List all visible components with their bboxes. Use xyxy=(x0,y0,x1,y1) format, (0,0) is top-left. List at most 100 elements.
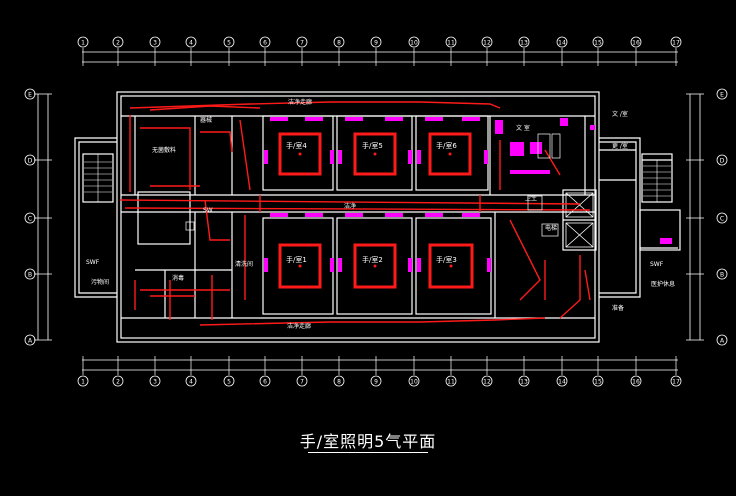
lighting-wiring xyxy=(119,101,591,326)
dimension-lines xyxy=(37,51,701,371)
room-label-dirty: 污物间 xyxy=(91,278,109,286)
column-axis-label: 4 xyxy=(189,40,193,47)
column-axis-bubble-top xyxy=(670,36,682,48)
column-axis-bubble-top xyxy=(408,36,420,48)
room-label-lounge: 医护休息 xyxy=(651,280,675,288)
column-axis-bubble-bottom xyxy=(518,375,530,387)
column-axis-label: 12 xyxy=(483,40,491,47)
column-axis-label: 17 xyxy=(672,40,680,47)
column-axis-bubble-top xyxy=(445,36,457,48)
column-axis-label: 15 xyxy=(594,379,602,386)
column-axis-bubble-bottom xyxy=(333,375,345,387)
column-axis-label: 12 xyxy=(483,379,491,386)
drawing-title: 手/室照明5气平面 xyxy=(299,432,437,451)
column-axis-label: 9 xyxy=(374,40,378,47)
column-axis-bubble-top xyxy=(630,36,642,48)
row-axis-label: D xyxy=(28,158,33,165)
room-label-supply: 无菌敷料 xyxy=(152,146,176,154)
column-axis-label: 13 xyxy=(520,379,528,386)
column-axis-label: 8 xyxy=(337,40,341,47)
column-axis-bubble-bottom xyxy=(481,375,493,387)
column-axis-label: 11 xyxy=(447,379,455,386)
column-axis-bubble-top xyxy=(592,36,604,48)
room-label-corridor-n: 洁净走廊 xyxy=(288,98,312,106)
room-label-instrument: 器械 xyxy=(200,116,212,124)
column-axis-label: 11 xyxy=(447,40,455,47)
row-axis-bubble-left xyxy=(24,334,36,346)
column-axis-label: 16 xyxy=(632,379,640,386)
row-axis-label: A xyxy=(720,338,725,345)
column-axis-bubble-top xyxy=(481,36,493,48)
room-labels: 手/室4 手/室5 手/室6 手/室1 手/室2 手/室3 洁净走廊 洁净走廊 … xyxy=(86,98,675,330)
room-label-office-ne1: 文 /室 xyxy=(612,110,628,118)
row-axis-bubble-right xyxy=(716,88,728,100)
row-axis-label: E xyxy=(28,92,32,99)
column-axis-bubble-top xyxy=(185,36,197,48)
column-axis-bubble-bottom xyxy=(296,375,308,387)
column-axis-bubble-bottom xyxy=(149,375,161,387)
room-label-disinfect: 消毒 xyxy=(172,274,184,282)
row-axis-bubble-left xyxy=(24,88,36,100)
column-axis-bubble-bottom xyxy=(259,375,271,387)
column-axis-bubble-top xyxy=(370,36,382,48)
column-axis-label: 15 xyxy=(594,40,602,47)
column-axis-label: 13 xyxy=(520,40,528,47)
magenta-fixtures xyxy=(264,117,672,272)
column-axis-bubble-top xyxy=(112,36,124,48)
row-axis-bubble-right xyxy=(716,268,728,280)
column-axis-label: 7 xyxy=(300,379,304,386)
room-label-shaft-e: SWF xyxy=(650,261,664,268)
column-axis-bubble-bottom xyxy=(408,375,420,387)
column-axis-bubble-bottom xyxy=(77,375,89,387)
column-axis-bubble-bottom xyxy=(630,375,642,387)
room-label-or5: 手/室5 xyxy=(362,141,383,150)
column-axis-label: 16 xyxy=(632,40,640,47)
column-axis-bubble-bottom xyxy=(112,375,124,387)
row-axis-label: E xyxy=(720,92,724,99)
column-axis-bubble-bottom xyxy=(592,375,604,387)
column-axis-bubble-bottom xyxy=(445,375,457,387)
column-axis-label: 1 xyxy=(81,40,85,47)
column-axis-label: 14 xyxy=(558,40,566,47)
room-label-or1: 手/室1 xyxy=(286,255,307,264)
room-label-wash: 清洗间 xyxy=(235,260,253,268)
column-axis-label: 6 xyxy=(263,40,267,47)
room-label-or4: 手/室4 xyxy=(286,141,307,150)
column-axis-label: 9 xyxy=(374,379,378,386)
equipment-symbols xyxy=(185,133,561,237)
room-label-storage: SW xyxy=(203,207,213,214)
column-axis-label: 1 xyxy=(81,379,85,386)
column-axis-bubble-top xyxy=(518,36,530,48)
elevator-shafts xyxy=(565,192,594,248)
column-axis-label: 4 xyxy=(189,379,193,386)
column-axis-label: 5 xyxy=(227,379,231,386)
or-lighting-frames xyxy=(278,132,474,289)
room-label-elevator: 电梯 xyxy=(545,224,557,232)
column-axis-label: 17 xyxy=(672,379,680,386)
column-axis-bubble-top xyxy=(149,36,161,48)
row-axis-bubble-left xyxy=(24,154,36,166)
row-axis-bubble-left xyxy=(24,212,36,224)
column-axis-bubble-top xyxy=(223,36,235,48)
room-label-toilet: 卫生 xyxy=(525,194,537,202)
room-label-corridor-mid: 洁净 xyxy=(344,202,356,210)
row-axis-label: C xyxy=(720,216,724,223)
column-axis-label: 2 xyxy=(116,379,120,386)
column-axis-bubble-bottom xyxy=(670,375,682,387)
column-axis-bubble-bottom xyxy=(223,375,235,387)
row-axis-label: C xyxy=(28,216,32,223)
column-axis-bubbles: 1122334455667788991010111112121313141415… xyxy=(77,36,682,387)
column-axis-bubble-bottom xyxy=(556,375,568,387)
row-axis-label: A xyxy=(28,338,33,345)
column-axis-label: 6 xyxy=(263,379,267,386)
column-axis-label: 10 xyxy=(410,40,418,47)
row-axis-bubble-right xyxy=(716,212,728,224)
row-axis-bubble-right xyxy=(716,334,728,346)
column-axis-label: 2 xyxy=(116,40,120,47)
column-axis-bubble-bottom xyxy=(370,375,382,387)
column-axis-label: 7 xyxy=(300,40,304,47)
column-axis-label: 3 xyxy=(153,379,157,386)
room-label-or6: 手/室6 xyxy=(436,141,457,150)
column-axis-bubble-bottom xyxy=(185,375,197,387)
